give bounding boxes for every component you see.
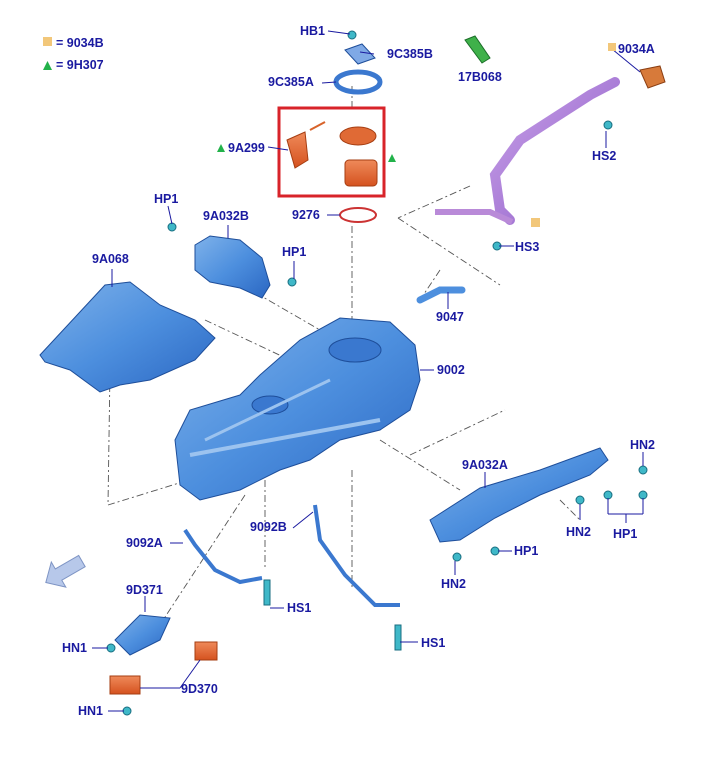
strap-9092b bbox=[313, 504, 400, 607]
marker-square-filler bbox=[531, 218, 540, 227]
callout-9d371: 9D371 bbox=[126, 583, 163, 597]
highlight-box bbox=[277, 106, 386, 198]
callout-hb1: HB1 bbox=[300, 24, 326, 38]
legend-square-marker bbox=[43, 37, 52, 46]
callout-9a299: 9A299 bbox=[228, 141, 265, 155]
callout-hp1-top: HP1 bbox=[154, 192, 179, 206]
plate-9c385b bbox=[344, 43, 376, 65]
callout-hn2-low: HN2 bbox=[441, 577, 467, 591]
fasteners bbox=[106, 30, 648, 716]
shield-9a032a bbox=[429, 447, 609, 543]
callout-hs3: HS3 bbox=[515, 240, 540, 254]
callout-hn1-top: HN1 bbox=[62, 641, 88, 655]
callout-17b068: 17B068 bbox=[458, 70, 502, 84]
callout-9a068: 9A068 bbox=[92, 252, 129, 266]
callout-hn2-mid: HN2 bbox=[566, 525, 592, 539]
pipe-9047 bbox=[416, 286, 466, 304]
seal-ring-9276 bbox=[339, 207, 377, 223]
callout-9047: 9047 bbox=[436, 310, 464, 324]
marker-square-9034a bbox=[608, 43, 616, 51]
callout-9c385a: 9C385A bbox=[268, 75, 314, 89]
callout-9092a: 9092A bbox=[126, 536, 163, 550]
callout-hn1-bottom: HN1 bbox=[78, 704, 104, 718]
callout-9034a: 9034A bbox=[618, 42, 655, 56]
shield-9a032b bbox=[194, 235, 271, 299]
legend-code-9034b: 9034B bbox=[66, 36, 104, 50]
callout-hp1-right: HP1 bbox=[613, 527, 638, 541]
callout-hs1-left: HS1 bbox=[287, 601, 312, 615]
module-9d370-a bbox=[194, 641, 218, 661]
lock-ring-9c385a bbox=[333, 69, 383, 95]
legend-label-9034b: = 9034B bbox=[56, 36, 104, 50]
filler-pipe bbox=[435, 77, 620, 225]
callout-9d370: 9D370 bbox=[181, 682, 218, 696]
cap-17b068 bbox=[464, 35, 491, 64]
callout-9a032a: 9A032A bbox=[462, 458, 508, 472]
fuel-tank-9002 bbox=[174, 317, 421, 501]
strap-9092a bbox=[183, 528, 263, 585]
callout-9002: 9002 bbox=[437, 363, 465, 377]
callout-hs1-right: HS1 bbox=[421, 636, 446, 650]
fuel-pump-9a299 bbox=[286, 121, 378, 187]
module-9d370-b bbox=[109, 675, 141, 695]
bracket-9d371 bbox=[114, 614, 171, 656]
heat-shield-9a068 bbox=[39, 281, 216, 393]
callout-hs2: HS2 bbox=[592, 149, 617, 163]
leader-lines bbox=[92, 30, 644, 712]
legend-code-9h307: 9H307 bbox=[66, 58, 104, 72]
callout-hp1-mid: HP1 bbox=[282, 245, 307, 259]
callout-9a032b: 9A032B bbox=[203, 209, 249, 223]
legend-triangle-marker bbox=[43, 61, 52, 70]
callout-9c385b: 9C385B bbox=[387, 47, 433, 61]
marker-triangle-9a299 bbox=[217, 144, 225, 152]
legend-label-9h307: = 9H307 bbox=[56, 58, 104, 72]
filler-cap-9034a bbox=[639, 65, 666, 89]
callout-9092b: 9092B bbox=[250, 520, 287, 534]
forward-arrow-icon bbox=[45, 554, 86, 588]
callout-hn2-right: HN2 bbox=[630, 438, 656, 452]
marker-triangle-pump bbox=[388, 154, 396, 162]
callout-hp1-low: HP1 bbox=[514, 544, 539, 558]
callout-9276: 9276 bbox=[292, 208, 320, 222]
